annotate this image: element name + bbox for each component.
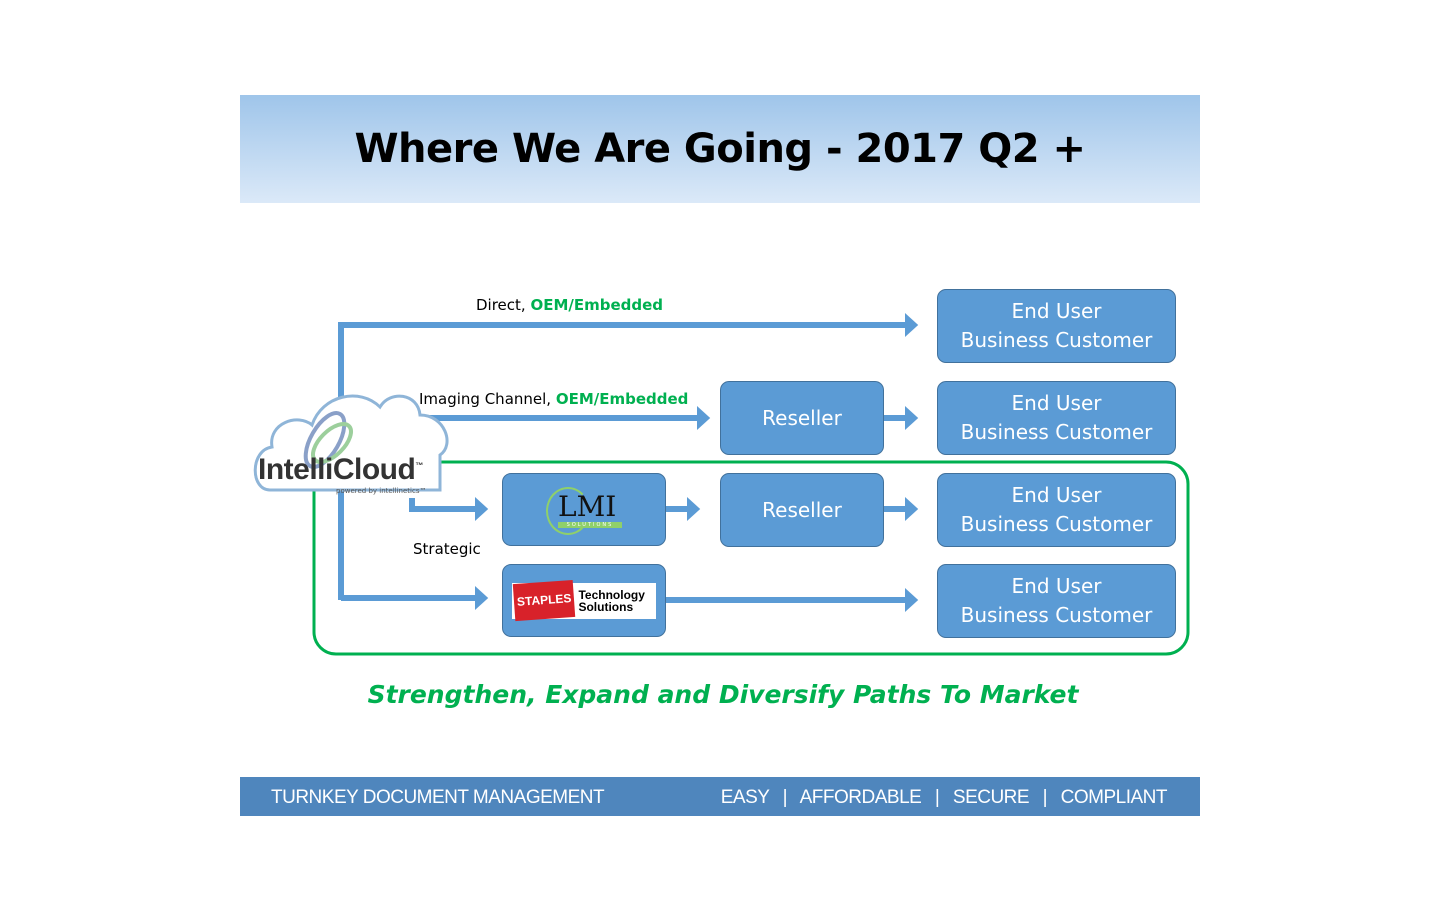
lmi-logo: LMI SOLUTIONS — [544, 485, 624, 535]
intellicloud-tagline: powered by intellinetics™ — [336, 487, 427, 495]
label-imaging-prefix: Imaging Channel, — [419, 390, 556, 408]
arrow-direct — [338, 313, 919, 600]
label-strategic: Strategic — [413, 540, 481, 558]
tagline: Strengthen, Expand and Diversify Paths T… — [367, 680, 1079, 709]
label-direct: Direct, OEM/Embedded — [476, 296, 663, 314]
intellicloud-wordmark: IntelliCloud — [258, 453, 416, 486]
cloud-icon — [253, 394, 449, 492]
slide-title: Where We Are Going - 2017 Q2 + — [354, 126, 1086, 172]
reseller-box-2: Reseller — [720, 473, 884, 547]
footer-left: TURNKEY DOCUMENT MANAGEMENT — [271, 787, 605, 808]
arrow-to-lmi — [409, 497, 489, 521]
label-direct-prefix: Direct, — [476, 296, 531, 314]
lmi-box: LMI SOLUTIONS — [502, 473, 666, 546]
label-direct-oem: OEM/Embedded — [530, 296, 664, 314]
intellicloud-logo: IntelliCloud™ powered by intellinetics™ — [250, 385, 455, 500]
label-imaging-oem: OEM/Embedded — [555, 390, 689, 408]
trademark: ™ — [415, 461, 423, 470]
label-imaging: Imaging Channel, OEM/Embedded — [419, 390, 688, 408]
strategic-group-outline — [312, 460, 1190, 656]
footer-bar: TURNKEY DOCUMENT MANAGEMENT EASY | AFFOR… — [240, 777, 1200, 816]
title-banner: Where We Are Going - 2017 Q2 + — [240, 95, 1200, 203]
reseller-box-1: Reseller — [720, 381, 884, 455]
footer-right: EASY | AFFORDABLE | SECURE | COMPLIANT — [720, 787, 1168, 808]
